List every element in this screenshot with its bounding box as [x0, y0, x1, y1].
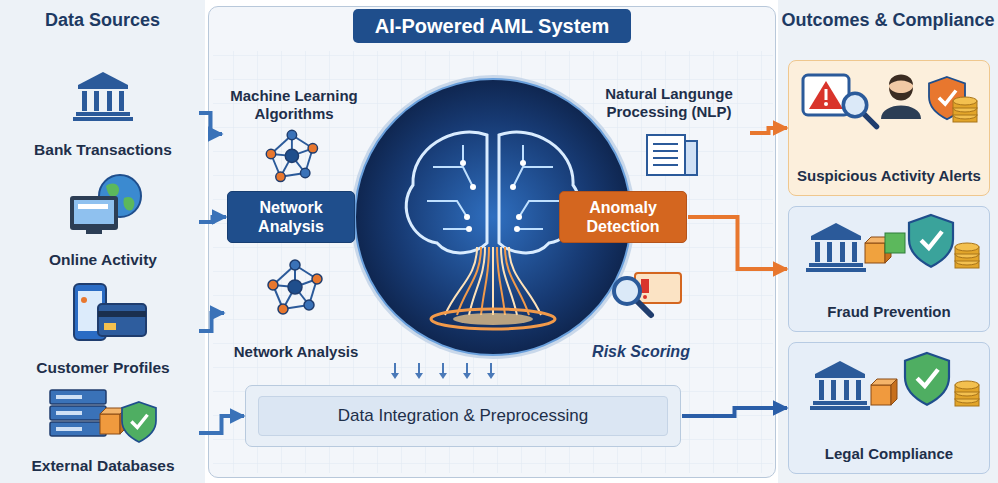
- module-item: Risk Scoring: [579, 263, 703, 363]
- outcome-box: Legal Compliance: [788, 342, 990, 474]
- node-label: Network Analysis: [234, 198, 348, 236]
- system-panel: AI-Powered AML SystemMachine Learning Al…: [208, 6, 776, 478]
- node-label: AI-Powered AML System: [353, 9, 632, 43]
- node-label: Machine Learning Algorithms: [223, 87, 365, 123]
- node-label: Online Activity: [49, 251, 157, 270]
- flow-arrow: [199, 113, 222, 134]
- flow-arrow: [688, 217, 787, 269]
- flow-arrow: [199, 217, 226, 222]
- node-label: External Databases: [31, 457, 174, 476]
- node-label: Network Analysis: [234, 343, 359, 361]
- outcome-panel: Outcomes & ComplianceSuspicious Activity…: [778, 0, 998, 483]
- flow-arrow: [199, 313, 224, 331]
- source-item: Customer Profiles: [8, 282, 198, 380]
- flow-arrow: [199, 416, 244, 433]
- integration-box: Data Integration & Preprocessing: [245, 385, 681, 447]
- source-item: Online Activity: [8, 172, 198, 272]
- node-label: Data Sources: [45, 10, 160, 32]
- outcome-box: Fraud Prevention: [788, 206, 990, 332]
- node-label: Natural Langunge Processing (NLP): [589, 85, 749, 121]
- node-label: Anomaly Detection: [566, 198, 680, 236]
- node-label: Customer Profiles: [36, 359, 170, 378]
- node-label: Bank Transactions: [34, 141, 172, 160]
- module-item: Network Analysis: [225, 263, 367, 363]
- source-panel: Data SourcesBank TransactionsOnline Acti…: [0, 0, 205, 483]
- node-label: Outcomes & Compliance: [781, 10, 994, 32]
- node-label: Data Integration & Preprocessing: [258, 396, 668, 436]
- module-box: Anomaly Detection: [559, 191, 687, 243]
- node-label: Risk Scoring: [592, 342, 690, 361]
- source-item: Bank Transactions: [8, 64, 198, 162]
- module-box: Network Analysis: [227, 191, 355, 243]
- module-item: Natural Langunge Processing (NLP): [589, 85, 749, 181]
- node-label: Legal Compliance: [825, 445, 953, 463]
- flow-arrow: [750, 128, 787, 133]
- source-item: External Databases: [8, 388, 198, 478]
- node-label: Fraud Prevention: [827, 303, 950, 321]
- flow-arrow: [682, 408, 787, 416]
- node-label: Suspicious Activity Alerts: [797, 167, 981, 185]
- outcome-box: Suspicious Activity Alerts: [788, 60, 990, 196]
- module-item: Machine Learning Algorithms: [223, 87, 365, 181]
